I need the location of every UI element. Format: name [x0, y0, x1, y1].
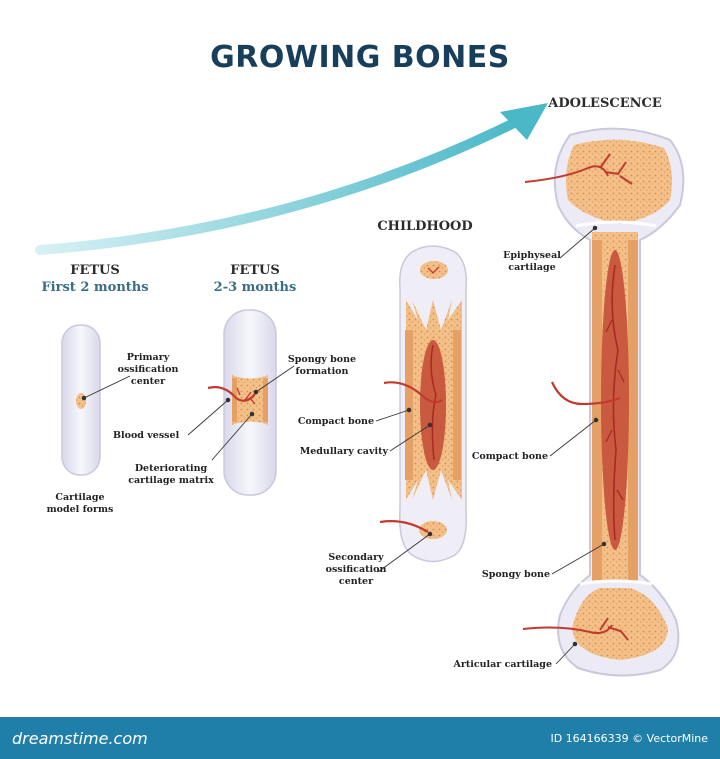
- footer-credit: ID 164166339 © VectorMine: [550, 732, 708, 745]
- footer-brand[interactable]: dreamstime.com: [12, 729, 148, 748]
- label-epiphyseal-cartilage: Epiphyseal cartilage: [503, 250, 561, 273]
- label-secondary-ossification: Secondary ossification center: [325, 552, 387, 587]
- stage-label-childhood: CHILDHOOD: [370, 218, 480, 235]
- leader-lines: [81, 225, 607, 665]
- label-deteriorating-cartilage: Deteriorating cartilage matrix: [128, 463, 214, 486]
- label-spongy-bone: Spongy bone: [481, 569, 550, 580]
- bone-adolescence: [522, 127, 685, 677]
- bone-childhood: [379, 245, 468, 563]
- footer-bar: dreamstime.com ID 164166339 © VectorMine: [0, 717, 720, 759]
- stage-name: FETUS: [70, 263, 120, 278]
- stage-name: FETUS: [230, 263, 280, 278]
- bone-illustration: [35, 103, 685, 677]
- page-title: GROWING BONES: [210, 40, 510, 75]
- bone-fetus-early: [61, 324, 101, 476]
- stage-label-adolescence: ADOLESCENCE: [540, 95, 670, 112]
- stage-subtitle: 2-3 months: [213, 280, 297, 295]
- label-spongy-formation: Spongy bone formation: [287, 354, 357, 377]
- label-compact-bone-childhood: Compact bone: [297, 416, 374, 427]
- stage-name: CHILDHOOD: [377, 219, 473, 234]
- label-primary-ossification: Primary ossification center: [117, 352, 179, 387]
- stage-label-fetus-late: FETUS 2-3 months: [200, 262, 310, 296]
- bone-fetus-late: [207, 309, 277, 496]
- stage-label-fetus-early: FETUS First 2 months: [40, 262, 150, 296]
- label-blood-vessel: Blood vessel: [113, 430, 180, 441]
- label-articular-cartilage: Articular cartilage: [453, 659, 552, 670]
- label-compact-bone-adolescence: Compact bone: [471, 451, 548, 462]
- growth-arrow: [35, 103, 548, 255]
- stage-subtitle: First 2 months: [41, 280, 149, 295]
- stage-name: ADOLESCENCE: [548, 96, 662, 111]
- label-cartilage-model: Cartilage model forms: [46, 492, 114, 515]
- label-medullary-cavity: Medullary cavity: [299, 446, 388, 457]
